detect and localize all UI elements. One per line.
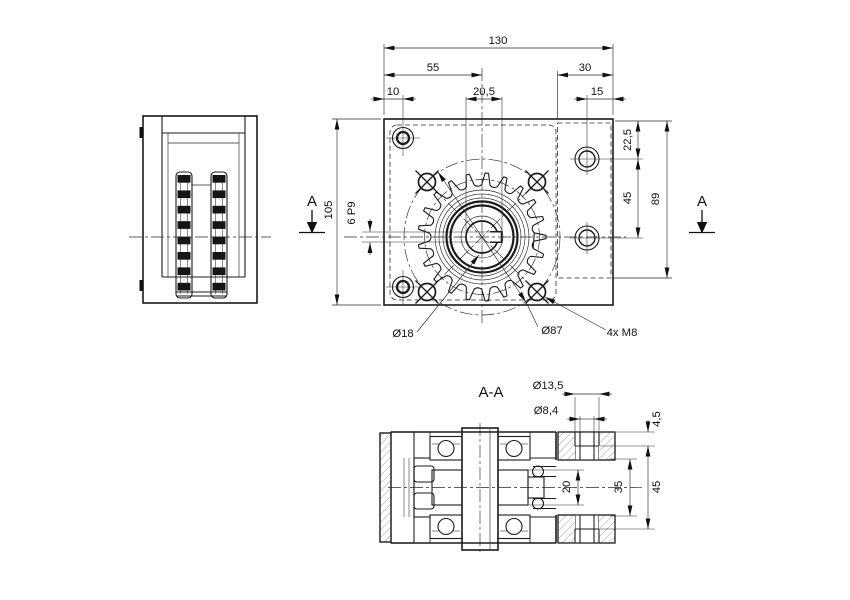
dim-through-hole-dia-label: Ø8,4 [534,405,559,417]
dimensions-right: 22,5 45 89 A [613,120,715,279]
bearing-ball [505,517,523,536]
chain-guide-upper [413,465,435,483]
section-view: A-A [379,384,642,554]
housing-plate-outline [383,118,614,306]
dim-45-right-label: 45 [622,192,634,205]
bearing-ball [437,517,455,536]
m8-holes [415,170,549,304]
chain-strand-right [210,171,228,299]
dim-55-label: 55 [427,62,440,74]
chain-strand-left [175,171,193,299]
chain-guide-lower [413,492,435,510]
side-view [129,115,271,304]
bearing-ball [505,439,523,458]
section-marker-right-label: A [697,193,707,210]
callout-bolt-circle-label: Ø87 [541,325,562,337]
dim-keyway-width-label: 6 P9 [346,201,358,224]
hidden-block-outline [557,122,612,279]
dim-20-5-label: 20,5 [473,86,495,98]
dim-45-section-label: 45 [651,481,663,494]
section-arrow-right [696,222,708,234]
corner-holes [386,95,420,304]
dim-4-5-label: 4,5 [651,411,663,427]
callout-bore-label: Ø18 [392,328,413,340]
dim-20-label: 20 [561,481,573,494]
dimensions-left: 105 6 P9 A [299,118,497,306]
callout-mount-holes-label: 4x M8 [607,327,638,339]
chain-roller [531,465,545,478]
dim-15-label: 15 [591,86,604,98]
section-title: A-A [478,384,503,401]
section-arrow-left [306,222,318,234]
dimensions-section: Ø13,5 Ø8,4 4,5 45 35 20 [528,380,663,530]
dim-105-label: 105 [323,201,335,220]
callouts: Ø18 Ø87 4x M8 [392,171,638,340]
section-marker-right: A [689,193,715,234]
dim-counterbore-dia-label: Ø13,5 [533,380,564,392]
section-marker-left-label: A [307,193,317,210]
dim-130-label: 130 [489,35,508,47]
dim-10-label: 10 [387,86,400,98]
edge-tab-top [139,127,144,138]
dim-89-label: 89 [650,193,662,206]
bearing-ball [437,439,455,458]
side-holes [570,95,643,254]
front-view [344,68,643,324]
dim-35-label: 35 [613,481,625,494]
section-marker-left: A [299,193,325,234]
dim-30-label: 30 [579,62,592,74]
chain-roller [531,497,545,510]
edge-tab-bottom [139,280,144,291]
dim-22-5-label: 22,5 [622,129,634,151]
